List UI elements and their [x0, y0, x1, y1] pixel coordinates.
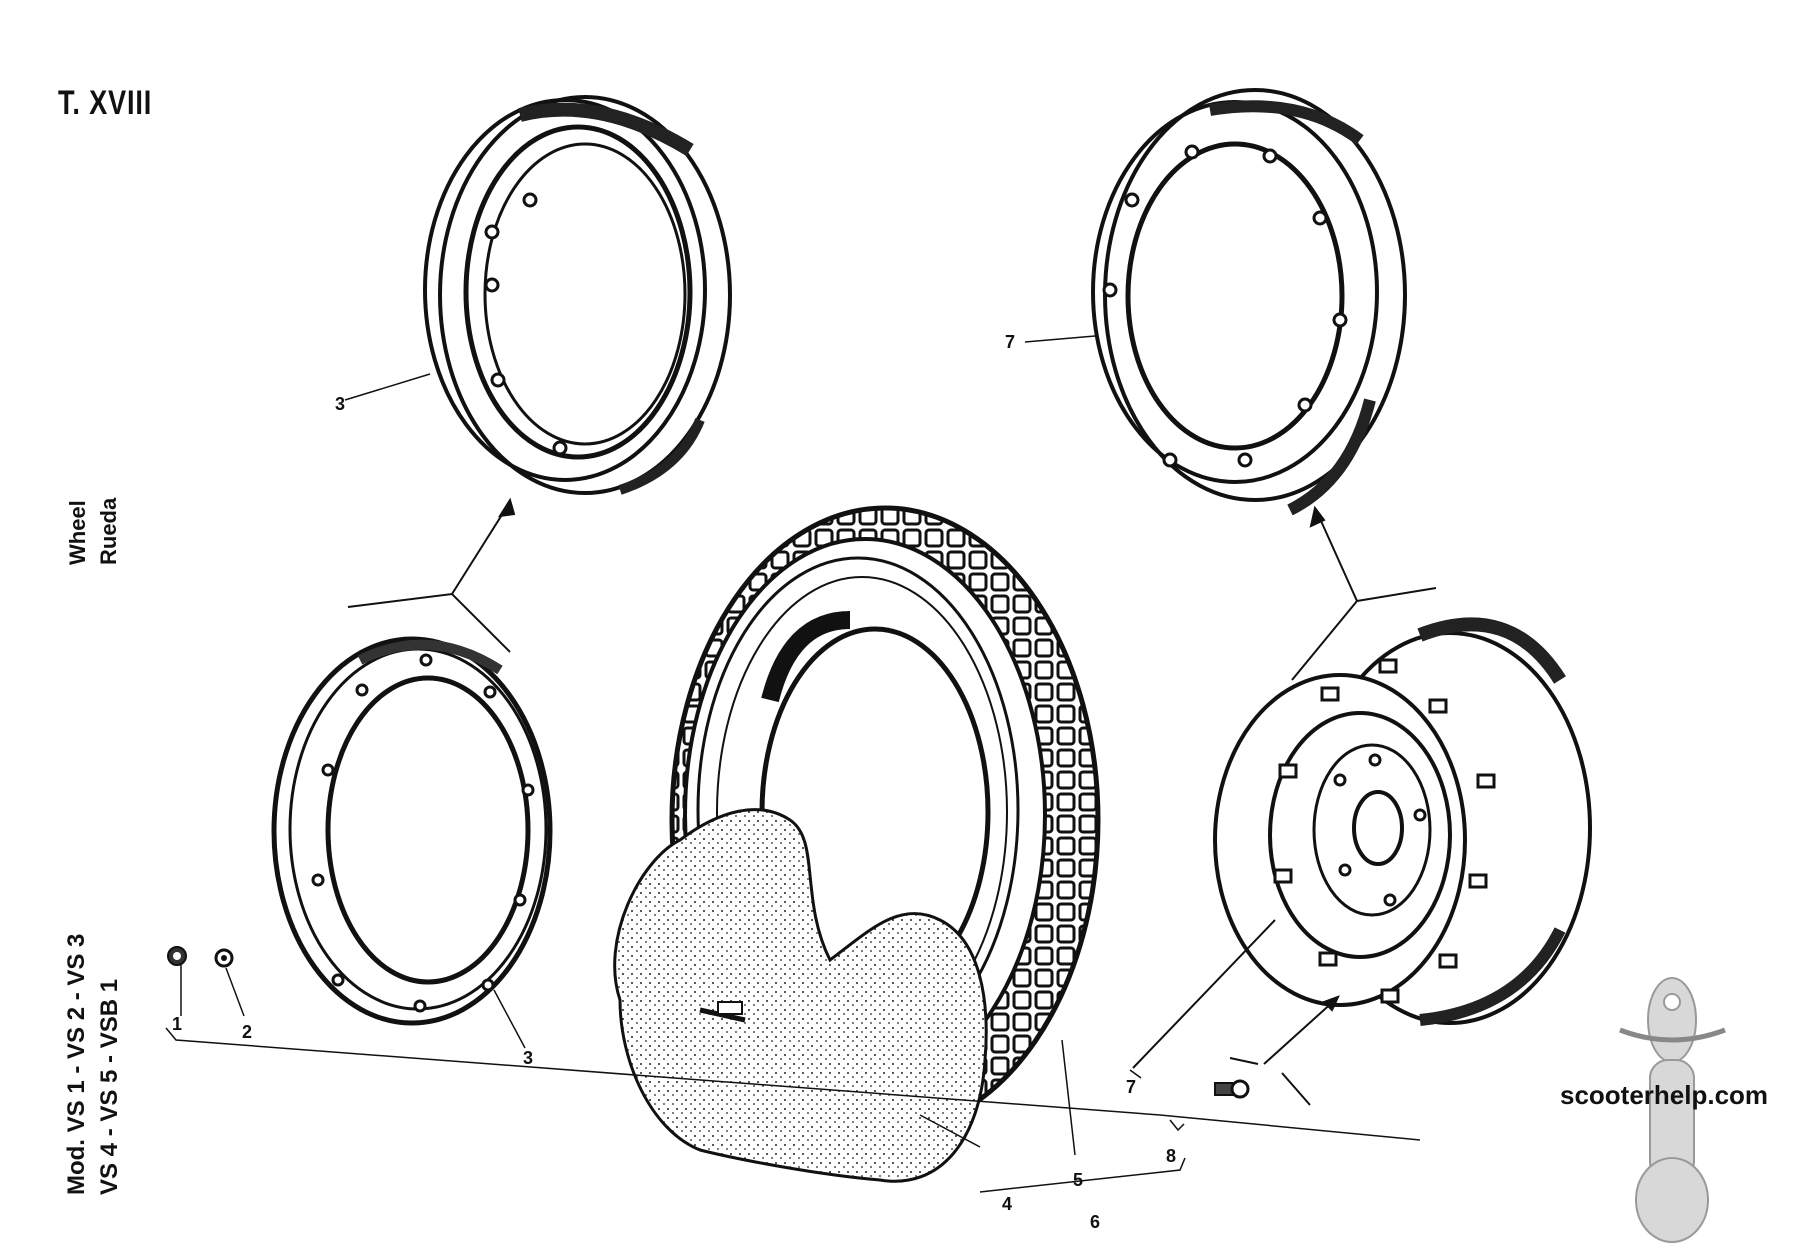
scooter-icon: [1619, 977, 1726, 1243]
rim-half-lower: [271, 636, 553, 1026]
nut: [167, 946, 187, 966]
inner-tube: [613, 808, 988, 1183]
assembly-arrows: [347, 497, 1437, 1106]
callout-hub-assembly: 7: [1126, 1077, 1136, 1097]
washer: [214, 948, 234, 968]
callout-inner-tube: 4: [1002, 1194, 1012, 1214]
callout-tyre: 5: [1073, 1170, 1083, 1190]
callout-numbers: 3 7 1 2 3 4 5 6 7 8: [172, 332, 1176, 1232]
callout-nut: 1: [172, 1014, 182, 1034]
hub-assembly: [1213, 617, 1592, 1026]
rim-half-upper: [423, 95, 732, 495]
leader-lines: [165, 335, 1421, 1193]
callout-hub-half-upper: 7: [1005, 332, 1015, 352]
callout-washer: 2: [242, 1022, 252, 1042]
callout-complete-wheel: 8: [1166, 1146, 1176, 1166]
hub-half-upper: [1091, 88, 1407, 516]
bolt: [1214, 1079, 1250, 1099]
watermark-text: scooterhelp.com: [1560, 1080, 1769, 1110]
plate-title: T. XVIII: [58, 84, 153, 122]
callout-tyre-set: 6: [1090, 1212, 1100, 1232]
callout-rim-half-lower: 3: [523, 1048, 533, 1068]
callout-rim-half-upper: 3: [335, 394, 345, 414]
